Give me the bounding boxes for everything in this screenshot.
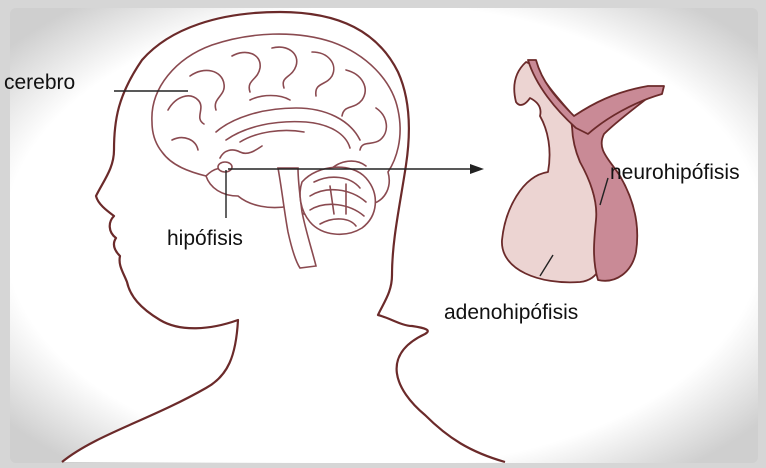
label-neurohipofisis: neurohipófisis	[610, 162, 740, 183]
label-adenohipofisis: adenohipófisis	[444, 302, 578, 323]
label-hipofisis: hipófisis	[167, 228, 243, 249]
cerebellum	[300, 167, 375, 234]
label-cerebro: cerebro	[4, 72, 75, 93]
hipofisis-dot	[218, 162, 232, 172]
